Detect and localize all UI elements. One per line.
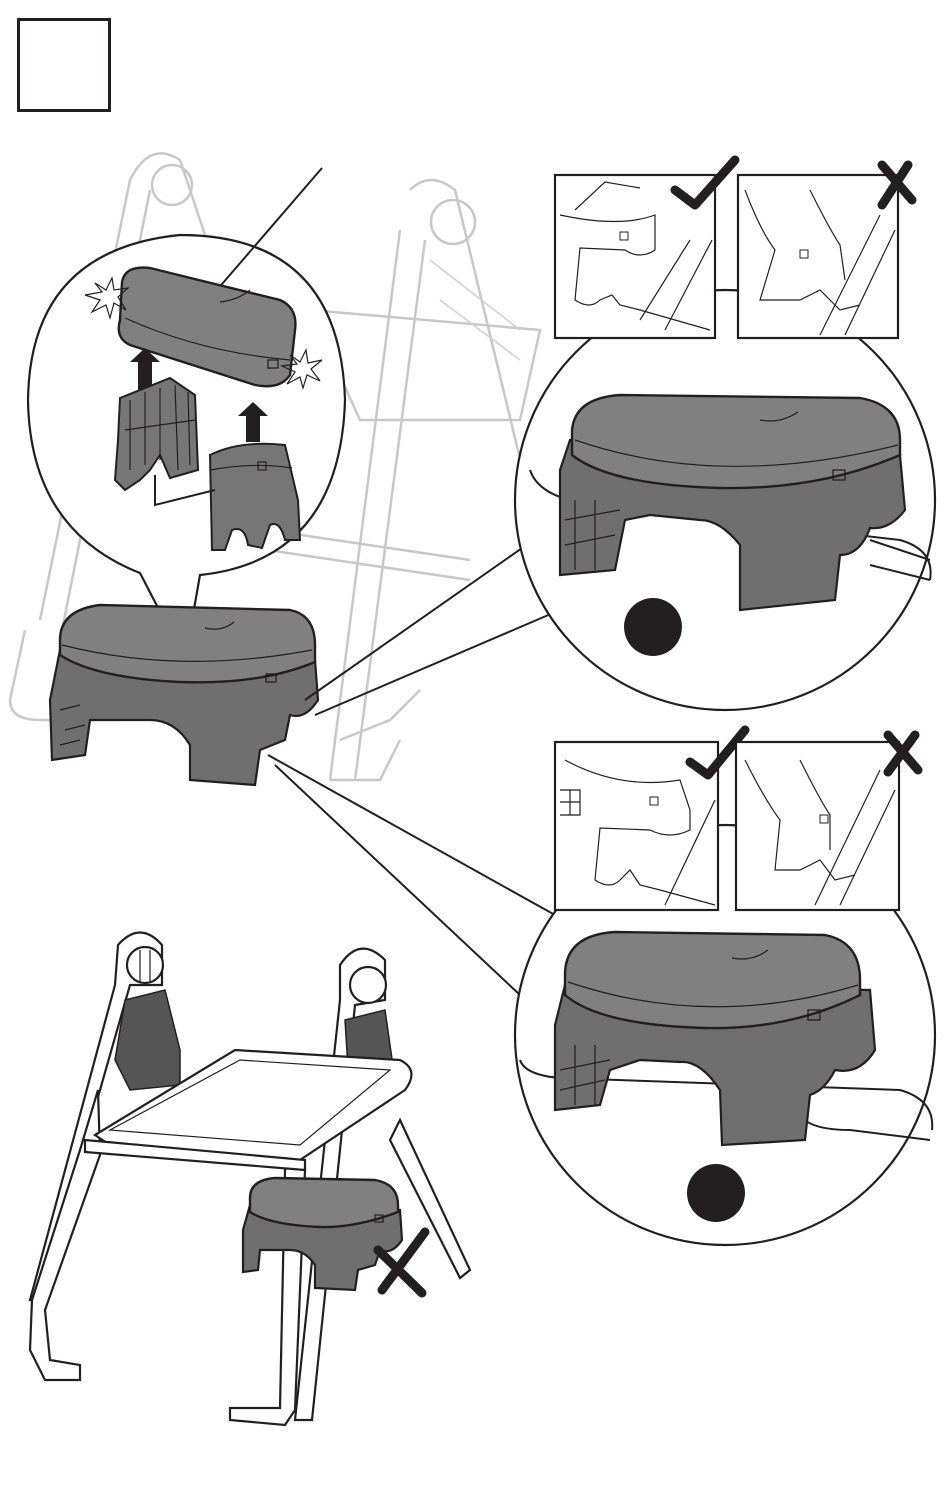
stool-assembled-main — [50, 605, 318, 785]
leader-line-bottom-2 — [275, 765, 520, 995]
detail-circle-top — [515, 290, 935, 710]
leader-line-bottom — [268, 755, 555, 915]
panel-top-correct — [555, 160, 735, 338]
filled-circle-icon — [624, 598, 682, 656]
leader-line-top — [305, 525, 555, 700]
exploded-zoom-bubble — [28, 168, 345, 660]
filled-circle-icon — [687, 1164, 745, 1222]
panel-top-incorrect — [738, 165, 912, 338]
high-chair-incorrect — [30, 933, 470, 1426]
stool-leg-right — [210, 444, 300, 550]
leader-line-top-2 — [315, 610, 560, 715]
panel-bottom-incorrect — [736, 735, 918, 910]
panel-bottom-correct — [555, 730, 745, 910]
